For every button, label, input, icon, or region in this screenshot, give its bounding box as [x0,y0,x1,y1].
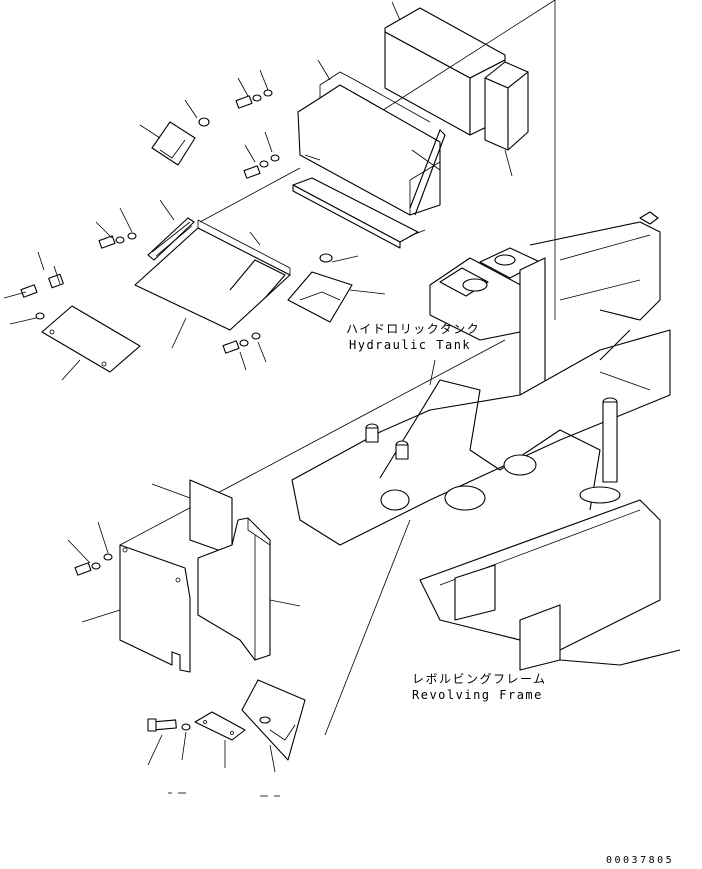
bolt-left-1 [20,273,64,320]
bolt-middle-2 [222,332,261,354]
bracket-small [151,117,210,166]
hydraulic-tank [429,211,661,421]
cover-plate-lower [119,544,191,673]
drawing-code: 00037805 [606,855,675,866]
revolving-frame [291,329,681,671]
seal-strip [147,217,195,261]
access-cover [241,679,306,761]
reference-lines-mid [119,339,506,736]
hydraulic-tank-label-en: Hydraulic Tank [349,338,472,352]
spacer-plate [194,711,246,741]
insulation-pad-lower-flat [189,479,233,556]
rubber-strip [292,177,419,249]
partial-marks [168,792,280,797]
insulation-pad-small [484,61,529,151]
bolt-middle-1 [98,232,137,249]
bracket-middle [287,253,353,323]
bolt-lower-1 [74,553,113,576]
revolving-frame-label-en: Revolving Frame [412,688,543,702]
hydraulic-tank-label-jp: ハイドロリックタンク [346,322,481,336]
cover-plate-upper [297,71,446,216]
revolving-frame-label-jp: レボルビングフレーム [412,672,547,686]
bolt-upper-1 [235,89,273,109]
reference-lines-top [199,0,556,320]
leader-lines [3,1,651,773]
bolt-upper-2 [243,154,280,179]
bolt-bottom [147,718,191,732]
insulation-pad-lower-thick [197,517,271,661]
cover-plate-left [41,305,141,373]
cover-plate-middle [134,219,291,331]
